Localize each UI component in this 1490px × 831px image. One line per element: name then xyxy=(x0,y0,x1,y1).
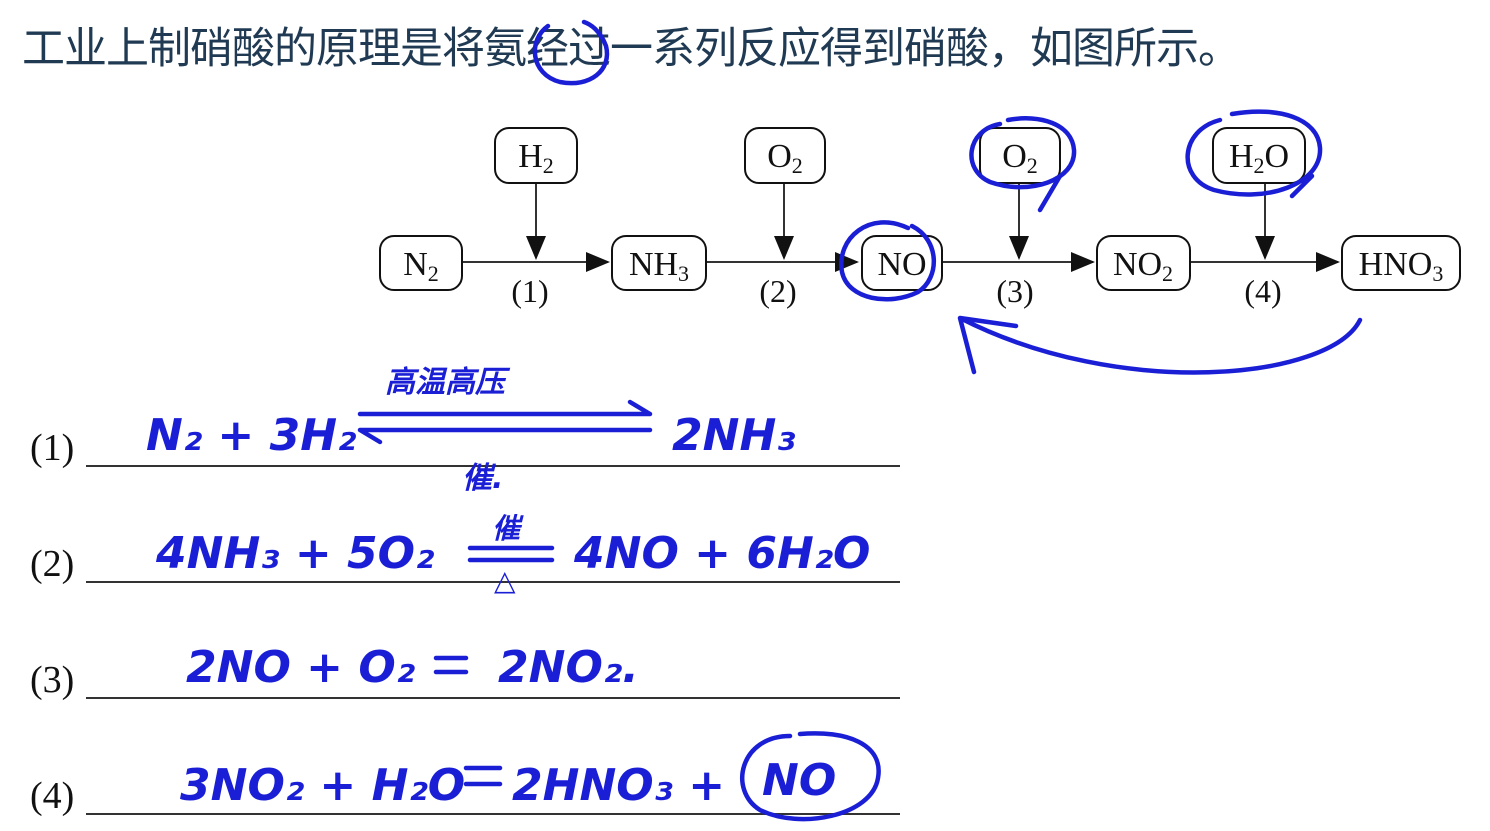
node-hno3: HNO3 xyxy=(1341,235,1461,291)
answer1-left: N₂ + 3H₂ xyxy=(146,410,356,461)
answer2-right: 4NO + 6H₂O xyxy=(573,528,870,579)
answer1-above: 高温高压 xyxy=(385,365,511,400)
equilibrium-arrow xyxy=(357,399,653,445)
node-no2: NO2 xyxy=(1096,235,1191,291)
reagent-h2o: H2O xyxy=(1212,127,1306,184)
svg-text:O2: O2 xyxy=(1002,138,1038,178)
answer4-left: 3NO₂ + H₂O xyxy=(180,760,465,811)
ink-circle-product-no xyxy=(740,731,881,822)
svg-text:NO: NO xyxy=(877,246,926,283)
answer-row-4: (4) 3NO₂ + H₂O 2HNO₃ + NO xyxy=(30,731,900,822)
answer1-right: 2NH₃ xyxy=(672,410,796,461)
ink-circle-o2 xyxy=(969,116,1077,213)
answer-label-4: (4) xyxy=(30,775,74,817)
svg-text:H2: H2 xyxy=(518,138,554,178)
node-n2: N2 xyxy=(379,235,463,291)
svg-text:NO2: NO2 xyxy=(1113,246,1173,286)
svg-text:H2O: H2O xyxy=(1229,138,1289,178)
svg-text:NH3: NH3 xyxy=(629,246,689,286)
equals-line-2 xyxy=(467,545,555,563)
svg-text:N2: N2 xyxy=(403,246,439,286)
step-label-3: (3) xyxy=(996,273,1033,309)
node-no: NO xyxy=(861,235,943,291)
ink-circle-h2o xyxy=(1185,109,1323,199)
answer-row-3: (3) 2NO + O₂ 2NO₂. xyxy=(30,642,900,701)
svg-text:HNO3: HNO3 xyxy=(1359,246,1444,286)
node-nh3: NH3 xyxy=(611,235,707,291)
svg-text:O2: O2 xyxy=(767,138,803,178)
equals-sign-3 xyxy=(433,655,469,675)
step-label-4: (4) xyxy=(1244,273,1281,309)
answer4-circled: NO xyxy=(762,755,836,806)
answer3-right: 2NO₂. xyxy=(498,642,639,693)
answer2-above: 催 xyxy=(492,512,524,545)
answer-label-1: (1) xyxy=(30,427,74,469)
answer1-below: 催. xyxy=(462,461,503,496)
ink-return-arrow xyxy=(957,315,1363,375)
answer2-below: △ xyxy=(494,564,516,597)
equals-sign-4 xyxy=(463,765,503,787)
answer2-left: 4NH₃ + 5O₂ xyxy=(155,528,434,579)
answer-row-2: (2) 4NH₃ + 5O₂ 催 △ 4NO + 6H₂O xyxy=(30,512,900,597)
step-label-1: (1) xyxy=(511,273,548,309)
answer4-right: 2HNO₃ + xyxy=(512,760,725,811)
answer-label-3: (3) xyxy=(30,659,74,701)
answer-row-1: (1) N₂ + 3H₂ 高温高压 催. 2NH₃ xyxy=(30,365,900,496)
ink-circle-no xyxy=(839,220,936,302)
question-text: 工业上制硝酸的原理是将氨经过一系列反应得到硝酸，如图所示。 xyxy=(22,24,1241,74)
ink-circle-ammonia xyxy=(532,19,610,86)
answer-label-2: (2) xyxy=(30,543,74,585)
reagent-o2-first: O2 xyxy=(744,127,826,184)
reagent-o2-second: O2 xyxy=(979,127,1061,184)
reagent-h2: H2 xyxy=(494,127,578,184)
answer3-left: 2NO + O₂ xyxy=(186,642,415,693)
step-label-2: (2) xyxy=(759,273,796,309)
